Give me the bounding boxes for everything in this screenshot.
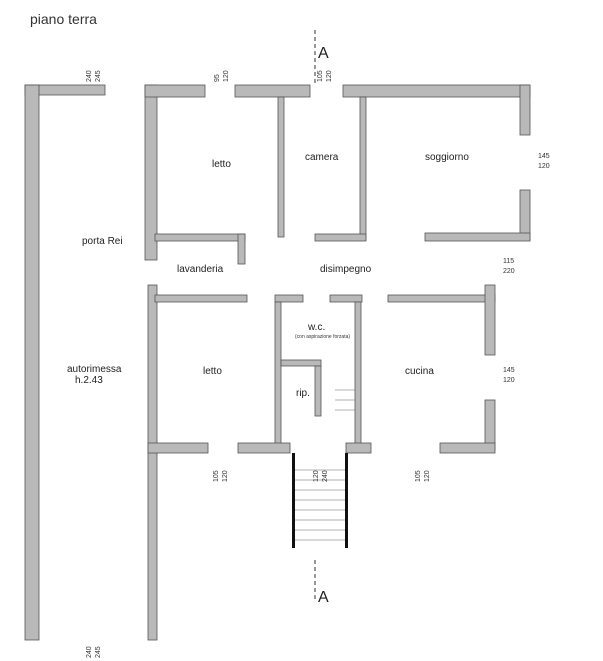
dimension-label: 145 <box>538 153 550 160</box>
wc-note: (con aspirazione forzata) <box>295 334 350 340</box>
walls <box>24 84 531 641</box>
room-letto-top: letto <box>212 159 231 170</box>
room-rip: rip. <box>296 388 310 399</box>
dimension-label: 120 <box>223 70 230 82</box>
dimension-label: 95 <box>214 74 221 82</box>
room-lavanderia: lavanderia <box>177 264 224 275</box>
section-mark-bottom: A <box>318 589 329 606</box>
plan-title: piano terra <box>30 11 97 27</box>
dimension-label: 105 <box>317 70 324 82</box>
dimension-label: 120 <box>222 470 229 482</box>
room-letto-bottom: letto <box>203 366 222 377</box>
dimension-label: 240 <box>86 70 93 82</box>
dimension-label: 105 <box>213 470 220 482</box>
room-labels: letto camera soggiorno porta Rei lavande… <box>67 152 469 399</box>
room-cucina: cucina <box>405 366 434 377</box>
dimensions: 240 245 95 120 105 120 145 120 115 220 1… <box>86 70 550 658</box>
dimension-label: 145 <box>503 367 515 374</box>
dimension-label: 120 <box>503 377 515 384</box>
dimension-label: 245 <box>95 646 102 658</box>
label-porta-rei: porta Rei <box>82 236 123 247</box>
room-autorimessa: autorimessa <box>67 364 122 375</box>
dimension-label: 105 <box>415 470 422 482</box>
section-marks: A A <box>314 30 329 606</box>
dimension-label: 220 <box>503 268 515 275</box>
section-mark-top: A <box>318 45 329 62</box>
room-disimpegno: disimpegno <box>320 264 372 275</box>
stairs <box>292 389 355 548</box>
room-autorimessa-height: h.2.43 <box>75 375 103 386</box>
dimension-label: 120 <box>424 470 431 482</box>
dimension-label: 240 <box>86 646 93 658</box>
dimension-label: 120 <box>538 163 550 170</box>
room-wc: w.c. <box>307 322 325 333</box>
dimension-label: 115 <box>503 258 514 265</box>
dimension-label: 120 <box>326 70 333 82</box>
dimension-label: 240 <box>322 470 329 482</box>
room-camera: camera <box>305 152 339 163</box>
dimension-label: 245 <box>95 70 102 82</box>
room-soggiorno: soggiorno <box>425 152 469 163</box>
dimension-label: 120 <box>313 470 320 482</box>
